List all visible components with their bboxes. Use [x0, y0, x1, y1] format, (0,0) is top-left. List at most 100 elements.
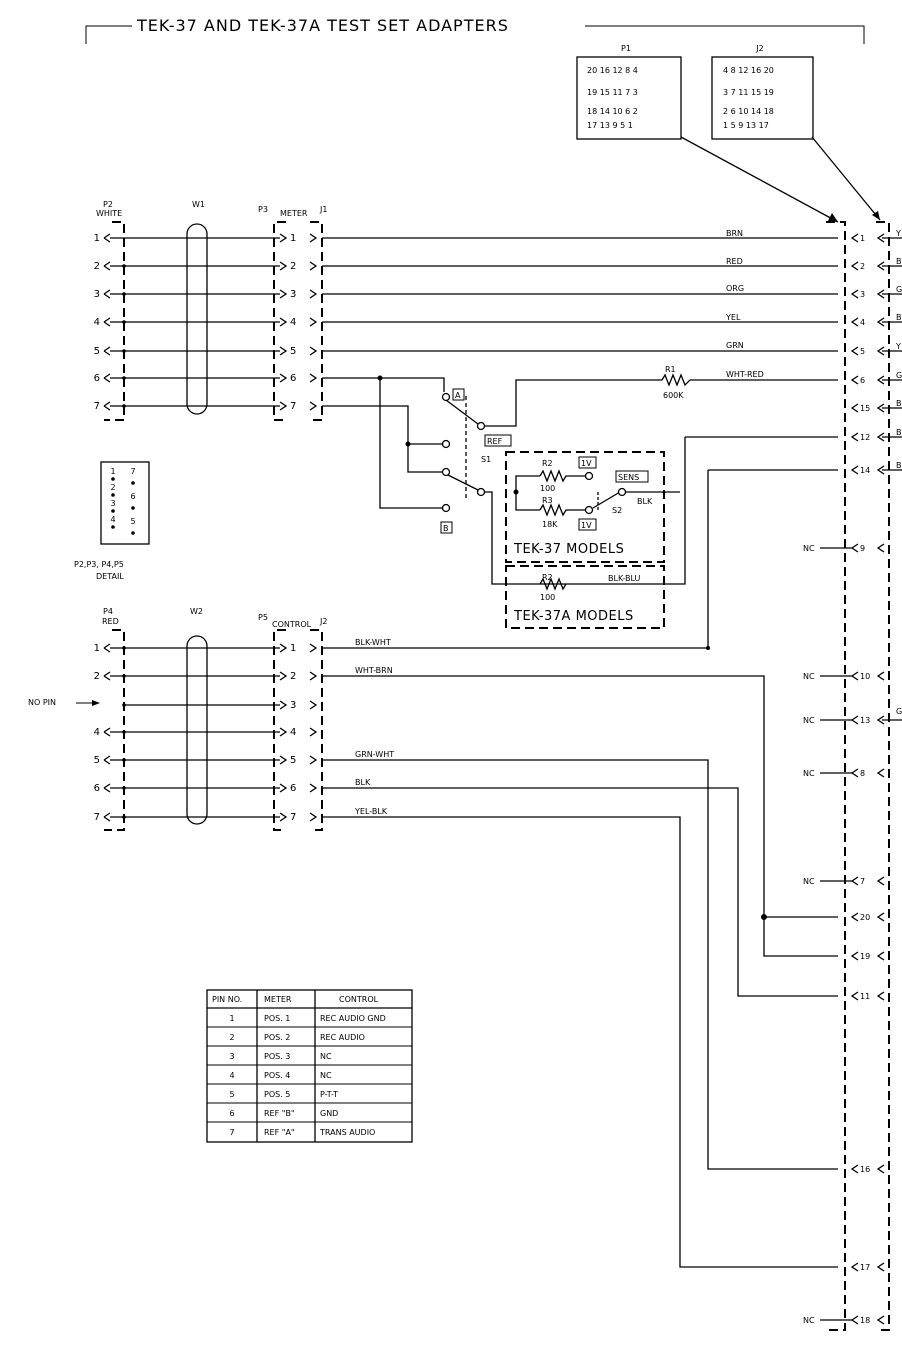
- switch-s1: A B REF S1: [377, 375, 512, 534]
- p4-pin-arrow: [103, 755, 111, 765]
- long-wires: [322, 237, 902, 1268]
- switch-pos-a: A: [455, 391, 461, 400]
- p2-pin-dot: [122, 320, 126, 324]
- right-pin-20: 20: [860, 913, 870, 922]
- j2-pin-arrow: [309, 643, 318, 653]
- table-cell-meter: POS. 5: [264, 1090, 290, 1099]
- right-pin-3: 3: [860, 290, 865, 299]
- p2-color: WHITE: [96, 209, 122, 218]
- table-cell-pin: 4: [229, 1071, 234, 1080]
- p4-pin-dot: [122, 646, 126, 650]
- table-cell-meter: POS. 4: [264, 1071, 290, 1080]
- p2-pin-1: 1: [94, 233, 100, 244]
- right-pin-17: 17: [860, 1263, 870, 1272]
- right-pin-10: 10: [860, 672, 870, 681]
- p5-pin-6: 6: [290, 783, 296, 794]
- j2-pin-arrow: [876, 1315, 885, 1325]
- j2-pin-arrow: [876, 715, 885, 725]
- tek37-models-label: TEK-37 MODELS: [513, 542, 624, 557]
- r3-name: R3: [542, 496, 553, 505]
- edge-letter: B: [896, 313, 902, 322]
- p1-row-2: 19 15 11 7 3: [587, 88, 638, 97]
- detail-pin-2: 2: [110, 483, 115, 492]
- p2-pin-dot: [122, 264, 126, 268]
- control-label: CONTROL: [272, 620, 312, 629]
- right-pin-4: 4: [860, 318, 865, 327]
- j2-pin-arrow: [309, 727, 318, 737]
- right-pin-7: 7: [860, 877, 865, 886]
- right-connector-pins: 1234561512149NC10NC13NC8NC7NC20191116171…: [803, 233, 885, 1325]
- p5-pin-2: 2: [290, 671, 296, 682]
- wire-label-wht-brn: WHT-BRN: [355, 666, 393, 675]
- j1-pin-arrow: [309, 317, 318, 327]
- j2-pin-arrow: [876, 876, 885, 886]
- p4-pin-arrow: [103, 727, 111, 737]
- page-title: TEK-37 AND TEK-37A TEST SET ADAPTERS: [136, 16, 509, 35]
- detail-pin-3: 3: [110, 499, 115, 508]
- table-cell-meter: REF "A": [264, 1128, 295, 1137]
- p1-pin-arrow: [850, 317, 859, 327]
- detail-pin-7: 7: [130, 467, 135, 476]
- j2-pin-arrow: [876, 233, 885, 243]
- p2-pin-7: 7: [94, 401, 100, 412]
- detail-pin-dot: [111, 477, 115, 481]
- detail-pin-dot: [131, 506, 135, 510]
- table-cell-control: NC: [320, 1052, 332, 1061]
- j1-pin-arrow: [309, 373, 318, 383]
- p4-pin-dot: [122, 815, 126, 819]
- table-cell-control: REC AUDIO GND: [320, 1014, 386, 1023]
- p5-pin-4: 4: [290, 727, 296, 738]
- p4-pin-1: 1: [94, 643, 100, 654]
- p1-pin-arrow: [850, 876, 859, 886]
- table-cell-meter: POS. 3: [264, 1052, 290, 1061]
- p1-pin-arrow: [850, 375, 859, 385]
- j2-pin-arrow: [876, 346, 885, 356]
- right-pin-15: 15: [860, 404, 870, 413]
- p1-pin-arrow: [850, 233, 859, 243]
- p1-pin-arrow: [850, 912, 859, 922]
- connector-p1-box: P1 20 16 12 8 4 19 15 11 7 3 18 14 10 6 …: [576, 44, 682, 140]
- j2-pin-arrow: [876, 1262, 885, 1272]
- no-pin-label: NO PIN: [28, 698, 56, 707]
- p2-pin-arrow: [103, 289, 111, 299]
- p2-pin-arrow: [103, 233, 111, 243]
- nc-label: NC: [803, 716, 815, 725]
- p4-color: RED: [102, 617, 119, 626]
- j2-pin-arrow: [876, 465, 885, 475]
- table-cell-pin: 7: [229, 1128, 234, 1137]
- connector-j2-box: J2 4 8 12 16 20 3 7 11 15 19 2 6 10 14 1…: [711, 44, 814, 140]
- j1-pin-arrow: [309, 233, 318, 243]
- volt-label-1: 1V: [581, 459, 592, 468]
- p1-pin-arrow: [850, 1315, 859, 1325]
- table-cell-pin: 1: [229, 1014, 234, 1023]
- p4-pin-arrow: [103, 783, 111, 793]
- title-bracket: TEK-37 AND TEK-37A TEST SET ADAPTERS: [85, 16, 865, 44]
- right-pin-14: 14: [860, 466, 870, 475]
- right-pin-11: 11: [860, 992, 870, 1001]
- right-pin-18: 18: [860, 1316, 870, 1325]
- p1-pin-arrow: [850, 671, 859, 681]
- wire-label-red: RED: [726, 257, 743, 266]
- p2-pin-3: 3: [94, 289, 100, 300]
- p5-pin-arrow: [279, 783, 288, 793]
- detail-pin-dot: [111, 525, 115, 529]
- wire-label-yel-blk: YEL-BLK: [354, 807, 388, 816]
- j2-pin-arrow: [876, 403, 885, 413]
- j2-pin-arrow: [876, 671, 885, 681]
- p5-pin-arrow: [279, 755, 288, 765]
- table-cell-control: REC AUDIO: [320, 1033, 365, 1042]
- wire-label-wht-red: WHT-RED: [726, 370, 764, 379]
- edge-letter: Y: [895, 342, 901, 351]
- p3-pin-arrow: [279, 317, 288, 327]
- table-header-2: CONTROL: [339, 995, 379, 1004]
- lower-cable-section: P4 RED W2 P5 CONTROL J2 NO PIN: [28, 607, 327, 831]
- p4-pin-6: 6: [94, 783, 100, 794]
- j2-pin-arrow: [876, 289, 885, 299]
- p5-pin-arrow: [279, 700, 288, 710]
- p4-pin-7: 7: [94, 812, 100, 823]
- table-header-0: PIN NO.: [212, 995, 242, 1004]
- meter-label: METER: [280, 209, 308, 218]
- detail-pin-4: 4: [110, 515, 115, 524]
